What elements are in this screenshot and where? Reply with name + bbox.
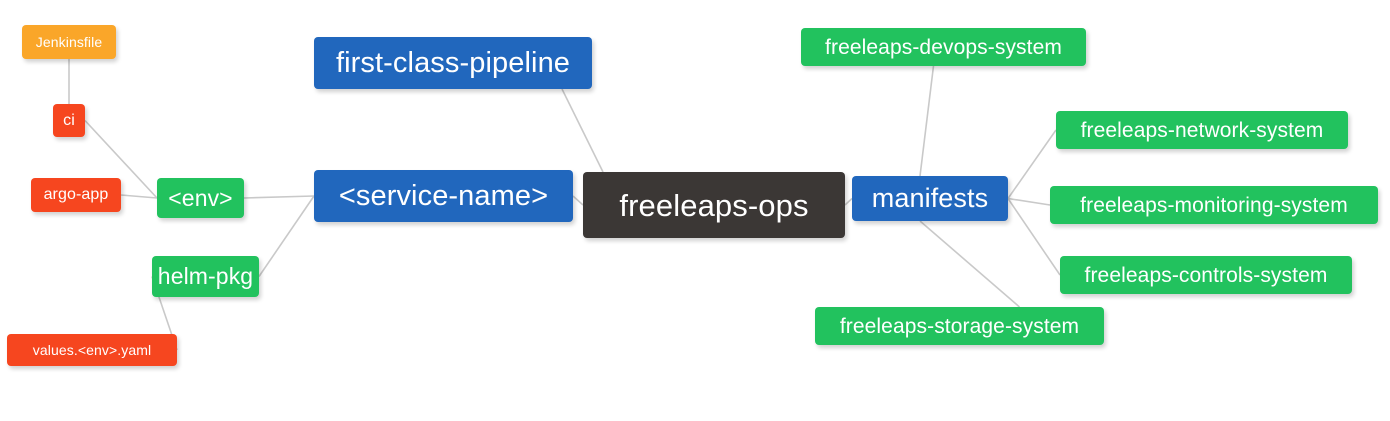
node-env[interactable]: <env> [157,178,244,218]
node-label: first-class-pipeline [335,46,571,79]
node-network[interactable]: freeleaps-network-system [1056,111,1348,149]
node-label: freeleaps-ops [619,187,809,223]
node-argo[interactable]: argo-app [31,178,121,212]
node-label: freeleaps-storage-system [839,314,1080,338]
node-label: freeleaps-network-system [1080,118,1324,142]
node-label: Jenkinsfile [35,34,103,50]
edge-env-to-argo [120,194,158,199]
node-controls[interactable]: freeleaps-controls-system [1060,256,1352,294]
node-devops[interactable]: freeleaps-devops-system [801,28,1086,66]
node-label: freeleaps-devops-system [825,35,1062,59]
edge-root-to-pipeline [561,88,604,173]
node-label: argo-app [43,186,109,203]
node-label: helm-pkg [157,263,254,289]
node-ci[interactable]: ci [53,104,85,137]
node-label: <env> [168,184,233,211]
edge-root-to-manifests [844,197,853,206]
node-label: freeleaps-monitoring-system [1080,193,1348,217]
node-service[interactable]: <service-name> [314,170,573,222]
node-label: manifests [871,183,989,213]
edge-root-to-service [572,195,584,206]
node-monitoring[interactable]: freeleaps-monitoring-system [1050,186,1378,224]
node-pipeline[interactable]: first-class-pipeline [314,37,592,89]
edge-manifests-to-storage [919,220,1021,308]
node-jenkins[interactable]: Jenkinsfile [22,25,116,59]
edge-manifests-to-devops [919,65,935,177]
edge-manifests-to-network [1007,129,1057,199]
node-values[interactable]: values.<env>.yaml [7,334,177,366]
node-label: <service-name> [338,179,549,212]
edge-service-to-env [243,195,315,199]
edge-service-to-helm [258,195,315,277]
node-label: values.<env>.yaml [32,342,152,358]
node-label: ci [63,111,75,129]
node-root[interactable]: freeleaps-ops [583,172,845,238]
node-helm[interactable]: helm-pkg [152,256,259,297]
node-manifests[interactable]: manifests [852,176,1008,221]
node-storage[interactable]: freeleaps-storage-system [815,307,1104,345]
edge-manifests-to-monitoring [1007,197,1051,206]
node-label: freeleaps-controls-system [1084,263,1328,287]
